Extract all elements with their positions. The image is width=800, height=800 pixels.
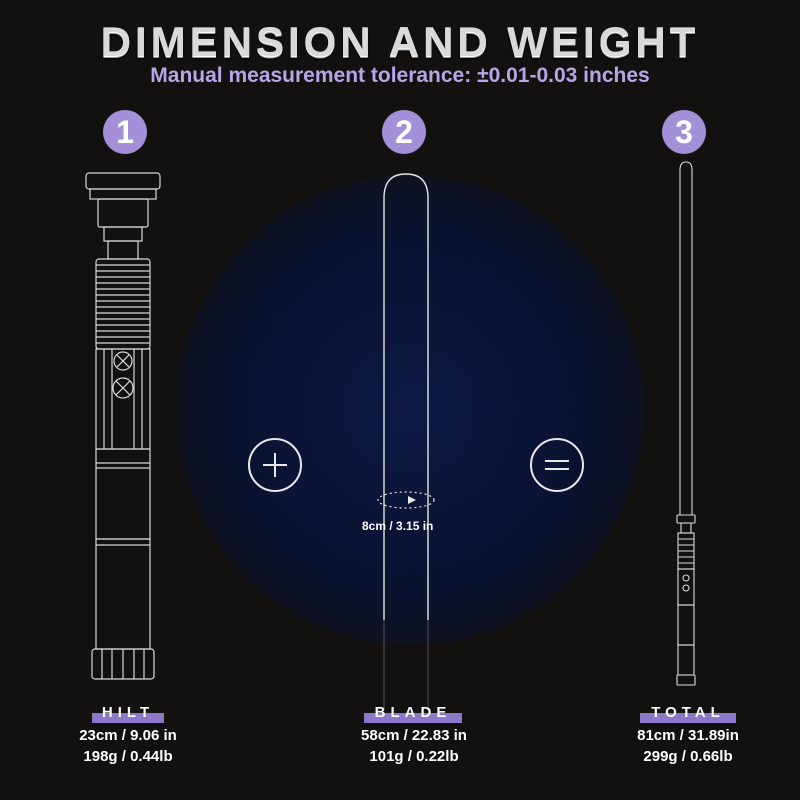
hilt-specs: 23cm / 9.06 in 198g / 0.44lb <box>48 725 208 767</box>
total-illustration <box>676 161 696 686</box>
page-subtitle: Manual measurement tolerance: ±0.01-0.03… <box>150 64 650 87</box>
blade-length: 58cm / 22.83 in <box>361 727 467 744</box>
total-label: TOTAL <box>640 704 736 723</box>
plus-operator <box>248 438 302 492</box>
total-specs: 81cm / 31.89in 299g / 0.66lb <box>608 725 768 767</box>
equals-operator <box>530 438 584 492</box>
page-title: DIMENSION AND WEIGHT <box>100 18 700 65</box>
hilt-length: 23cm / 9.06 in <box>79 727 177 744</box>
step-1-badge: 1 <box>103 110 147 154</box>
plus-icon <box>263 453 287 477</box>
diameter-marker <box>377 491 435 509</box>
blade-specs: 58cm / 22.83 in 101g / 0.22lb <box>330 725 498 767</box>
equals-icon <box>545 460 569 470</box>
hilt-label: HILT <box>92 704 164 723</box>
hilt-illustration <box>85 172 161 680</box>
blade-weight: 101g / 0.22lb <box>369 748 459 765</box>
blue-glow-background <box>175 175 645 645</box>
blade-illustration <box>377 173 435 710</box>
step-3-badge: 3 <box>662 110 706 154</box>
total-weight: 299g / 0.66lb <box>643 748 733 765</box>
blade-label: BLADE <box>364 704 462 723</box>
blade-diameter-label: 8cm / 3.15 in <box>362 519 434 533</box>
hilt-weight: 198g / 0.44lb <box>83 748 173 765</box>
total-length: 81cm / 31.89in <box>637 727 739 744</box>
step-2-badge: 2 <box>382 110 426 154</box>
